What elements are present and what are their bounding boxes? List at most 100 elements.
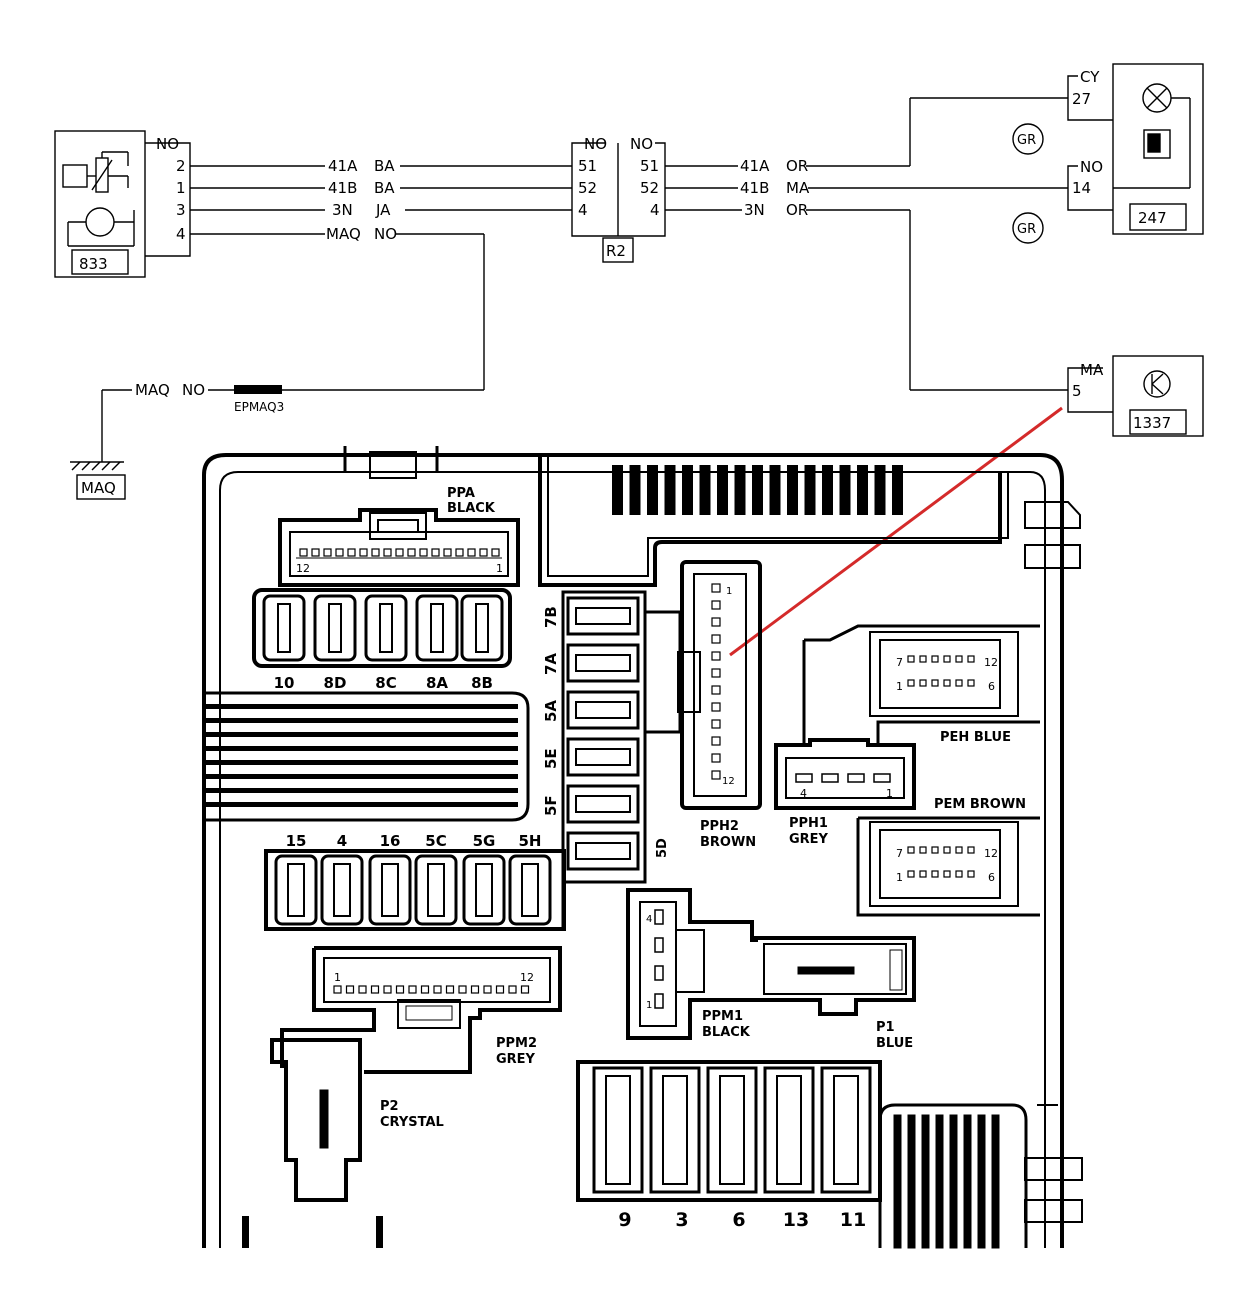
ppm1-pin bbox=[654, 937, 664, 953]
ppm1-label: PPM1 bbox=[702, 1009, 743, 1024]
ppm1-pin-label: 1 bbox=[646, 1000, 652, 1011]
connector-peh bbox=[869, 631, 1019, 717]
relay-slot bbox=[874, 465, 886, 515]
ppa-pin bbox=[407, 548, 416, 557]
wire-label: 3N bbox=[332, 201, 353, 219]
fuse-row-bottom bbox=[576, 1060, 882, 1202]
wire-label: NO bbox=[374, 225, 397, 243]
pph1-label: PPH1 bbox=[789, 816, 828, 831]
wire-label: 41B bbox=[328, 179, 357, 197]
p1-label: P1 bbox=[876, 1020, 895, 1035]
peh-pin bbox=[919, 655, 927, 663]
fuse-element bbox=[833, 1075, 859, 1185]
c247-conn2-pin: 14 bbox=[1072, 179, 1091, 197]
ppm2-label: PPM2 bbox=[496, 1036, 537, 1051]
grille-bar bbox=[907, 1114, 916, 1249]
p2-label: P2 bbox=[380, 1099, 399, 1114]
ribbon-wire bbox=[206, 732, 518, 737]
ppa-pin bbox=[299, 548, 308, 557]
fuse-label: 5H bbox=[519, 832, 542, 850]
pph2-label: PPH2 bbox=[700, 819, 739, 834]
c247-id: 247 bbox=[1138, 209, 1167, 227]
ppm1-pin bbox=[654, 993, 664, 1009]
peh-pin bbox=[907, 679, 915, 687]
fuse bbox=[364, 594, 408, 662]
pph2-pin bbox=[711, 753, 721, 763]
grille-bar bbox=[991, 1114, 1000, 1249]
ppm2-pin bbox=[508, 985, 517, 994]
connector-pph1 bbox=[774, 624, 1040, 810]
grille-bar bbox=[921, 1114, 930, 1249]
fuse-element bbox=[333, 863, 351, 917]
fuse bbox=[566, 737, 640, 777]
bottom-tab bbox=[242, 1216, 249, 1248]
fuse-label: 13 bbox=[783, 1209, 809, 1231]
p1-label: BLUE bbox=[876, 1036, 913, 1051]
relay-slot bbox=[629, 465, 641, 515]
ribbon-wire bbox=[206, 704, 518, 709]
peh-pin bbox=[955, 655, 963, 663]
ppm2-pin bbox=[408, 985, 417, 994]
c247-conn1-pin: 27 bbox=[1072, 90, 1091, 108]
relay-slot bbox=[804, 465, 816, 515]
ppm1-pin bbox=[654, 909, 664, 925]
fuse bbox=[706, 1066, 758, 1194]
c833-pin: 2 bbox=[176, 157, 186, 175]
r2-pin: 51 bbox=[578, 157, 597, 175]
pem-pin bbox=[943, 870, 951, 878]
pph2-pin bbox=[711, 600, 721, 610]
ppa-label: PPA bbox=[447, 486, 475, 501]
ppm2-label: GREY bbox=[496, 1052, 536, 1067]
peh-pin-label: 7 bbox=[896, 656, 903, 669]
fuse-element bbox=[575, 654, 631, 672]
ppa-pin bbox=[335, 548, 344, 557]
pem-pin bbox=[955, 846, 963, 854]
fuse-element bbox=[575, 701, 631, 719]
fuse-element bbox=[575, 607, 631, 625]
ppm2-pin-label: 1 bbox=[334, 971, 341, 984]
ground-label: MAQ bbox=[81, 479, 116, 497]
pem-pin bbox=[907, 870, 915, 878]
relay-slot bbox=[647, 465, 658, 515]
pph1-pin-label: 1 bbox=[886, 787, 893, 800]
fuse bbox=[592, 1066, 644, 1194]
relay-slot bbox=[752, 465, 763, 515]
pph2-pin bbox=[711, 617, 721, 627]
ppa-pin bbox=[323, 548, 332, 557]
ppm2-pin-label: 12 bbox=[520, 971, 534, 984]
ribbon-wire bbox=[206, 774, 518, 779]
peh-pin bbox=[943, 655, 951, 663]
connector-ppm1 bbox=[626, 888, 916, 1040]
ppa-pin bbox=[383, 548, 392, 557]
fuse bbox=[508, 854, 552, 926]
fuse bbox=[262, 594, 306, 662]
connector-p1 bbox=[763, 943, 907, 995]
connector-ppa bbox=[278, 508, 520, 587]
peh-pin bbox=[955, 679, 963, 687]
fuse-element bbox=[430, 603, 444, 653]
ppm2-pin bbox=[345, 985, 355, 994]
ppm2-pin bbox=[395, 985, 405, 994]
grille-bar bbox=[935, 1114, 944, 1249]
component-833 bbox=[54, 130, 191, 278]
fuse-label: 5C bbox=[425, 832, 446, 850]
wire-label: BA bbox=[374, 157, 395, 175]
fuse-label: 8B bbox=[471, 674, 493, 692]
grille bbox=[878, 1103, 1028, 1249]
ppm2-pin bbox=[383, 985, 392, 994]
ppm2-pin bbox=[470, 985, 480, 994]
peh-pin-label: 12 bbox=[984, 656, 998, 669]
fuse bbox=[320, 854, 364, 926]
relay-slot bbox=[787, 465, 798, 515]
pem-pin bbox=[967, 870, 975, 878]
fuse bbox=[462, 854, 506, 926]
ppa-pin bbox=[359, 548, 368, 557]
ppm2-pin bbox=[483, 985, 492, 994]
fuse-label: 5E bbox=[542, 748, 560, 769]
fuse-label: 15 bbox=[286, 832, 307, 850]
relay-slot bbox=[717, 465, 728, 515]
fuse-row-top bbox=[252, 588, 512, 668]
fuse-element bbox=[719, 1075, 745, 1185]
wire-label: JA bbox=[375, 201, 391, 219]
ppa-pin bbox=[455, 548, 464, 557]
